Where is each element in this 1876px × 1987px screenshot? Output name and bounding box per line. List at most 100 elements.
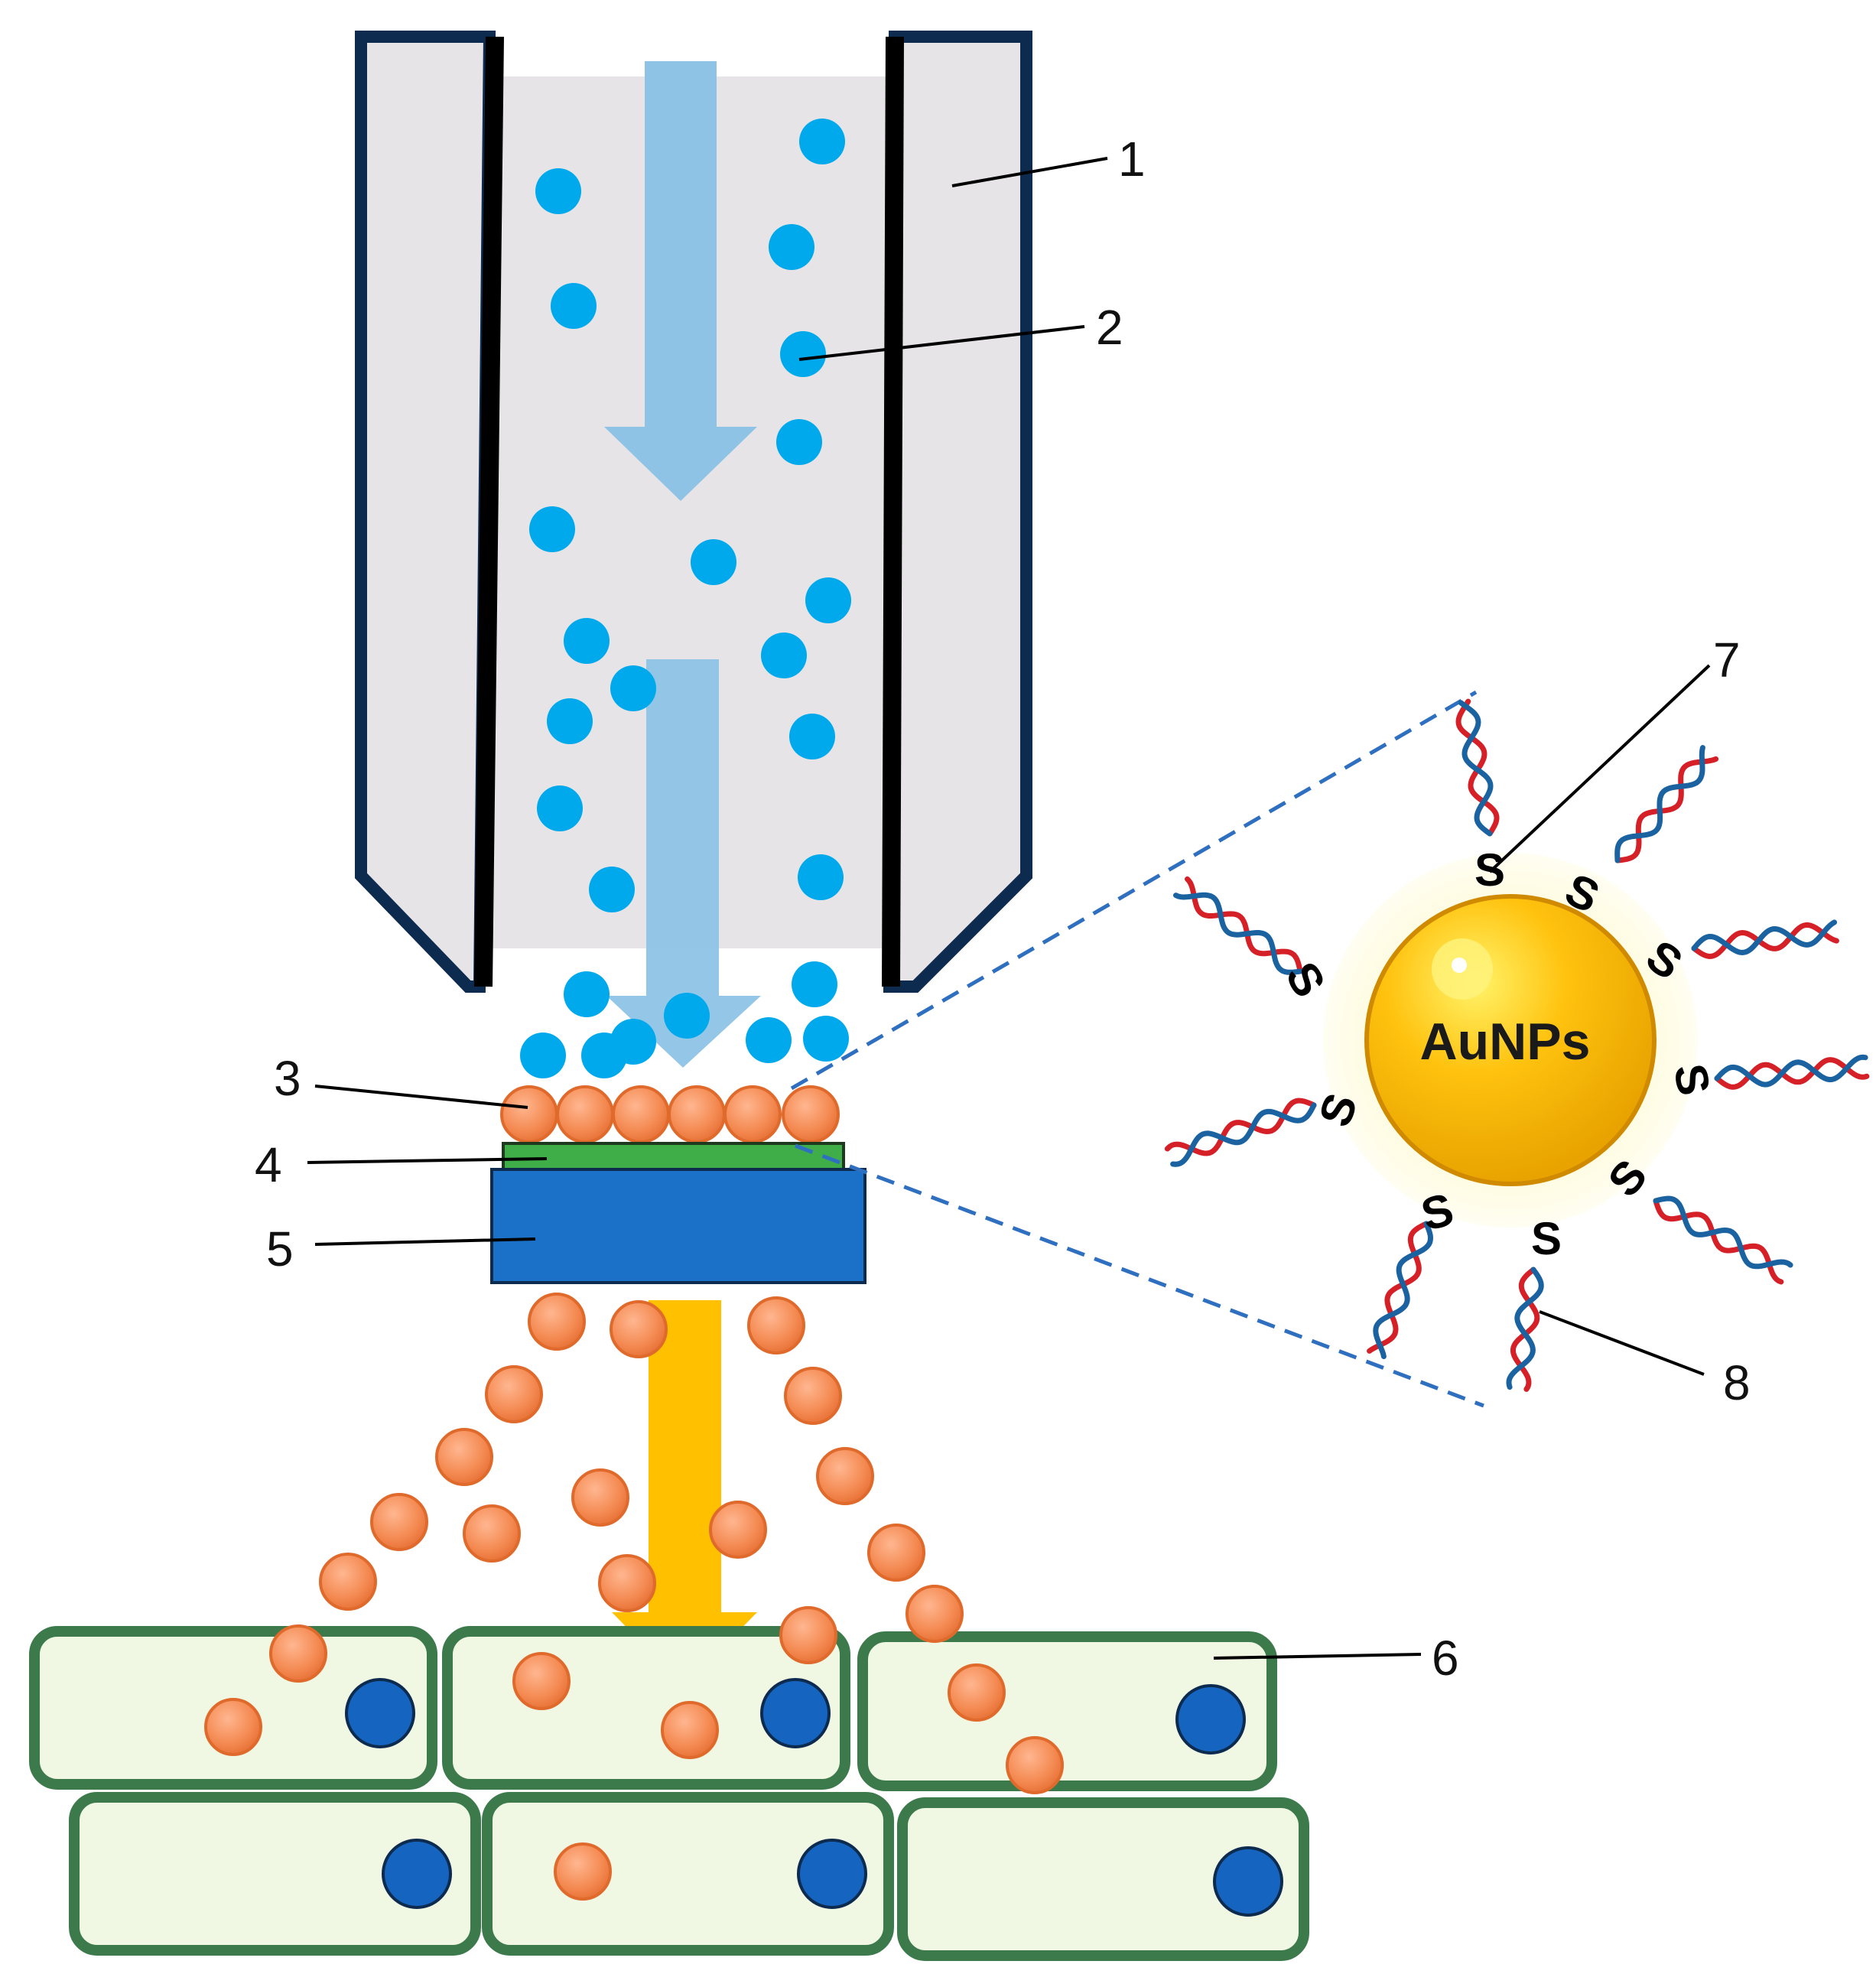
plant-cell (897, 1797, 1309, 1961)
gas-particle (589, 867, 635, 912)
coated-particle (528, 1293, 586, 1351)
coated-particle (554, 1842, 612, 1901)
callout-5: 5 (266, 1221, 294, 1276)
dna-strand (1185, 876, 1303, 974)
coated-particle (668, 1085, 726, 1143)
cell-nucleus (382, 1839, 452, 1909)
coated-particle (723, 1085, 782, 1143)
callout-2: 2 (1096, 300, 1123, 355)
cell-nucleus (797, 1839, 867, 1909)
zoom-lines (790, 690, 1484, 1408)
dna-strand (1653, 1198, 1784, 1285)
gas-particle (664, 993, 710, 1039)
callout-labels: 1 2 3 4 5 6 7 8 (255, 132, 1751, 1686)
zoom-line-lower (795, 1143, 1484, 1408)
callout-1: 1 (1118, 132, 1146, 187)
zoom-line-upper (790, 690, 1478, 1091)
coated-particle (269, 1624, 327, 1683)
coated-particle (500, 1085, 558, 1143)
gas-particle (537, 785, 583, 831)
coated-particle (661, 1701, 719, 1759)
gas-particle (803, 1016, 849, 1062)
callout-8: 8 (1723, 1355, 1751, 1410)
target-cells (29, 1626, 1309, 1961)
gas-particle (535, 168, 581, 214)
dna-strand (1691, 922, 1839, 960)
down-arrow-icon (604, 61, 757, 501)
down-arrow-icon (606, 659, 761, 1068)
gas-particles (520, 119, 851, 1078)
callout-6: 6 (1432, 1631, 1459, 1686)
dna-strand (1691, 919, 1838, 956)
coated-particle (782, 1085, 840, 1143)
coated-particle (747, 1296, 805, 1354)
coated-particle (867, 1524, 925, 1582)
gas-particle (529, 506, 575, 552)
cell-nucleus (1213, 1846, 1283, 1917)
gas-particle (691, 539, 736, 585)
barrel-right-wall (883, 31, 1032, 993)
leader-line-1 (951, 157, 1108, 187)
coated-particle (1006, 1736, 1064, 1794)
dna-strand (1510, 1267, 1540, 1392)
coated-particle (598, 1554, 656, 1612)
callout-3: 3 (274, 1051, 301, 1106)
cell-nucleus (760, 1678, 831, 1748)
coated-particle (485, 1365, 543, 1423)
gas-particle (799, 119, 845, 164)
coated-particle (709, 1501, 767, 1559)
dna-strand (1714, 1057, 1870, 1090)
gas-particle (564, 618, 610, 664)
dna-strands (1164, 698, 1870, 1392)
coated-particle (463, 1504, 521, 1563)
flow-arrow-upper (604, 61, 757, 501)
stopping-plate (490, 1168, 866, 1284)
coated-particle (948, 1663, 1006, 1722)
gas-particle (551, 283, 597, 329)
leader-line-5 (314, 1237, 536, 1246)
gas-particle (547, 698, 593, 744)
coated-particle (435, 1428, 493, 1486)
barrel-inner-right (882, 36, 904, 987)
coated-particle (816, 1447, 874, 1505)
cell-nucleus (1175, 1684, 1246, 1754)
cell-nucleus (345, 1678, 415, 1748)
down-arrow-icon (612, 1300, 757, 1686)
coated-particle (512, 1652, 571, 1710)
leader-line-8 (1539, 1310, 1705, 1376)
gas-particle (769, 224, 814, 270)
gas-particle (581, 1033, 627, 1078)
coated-particle (571, 1468, 629, 1527)
coated-particle (784, 1367, 842, 1425)
callout-7: 7 (1713, 633, 1741, 688)
delivery-arrow (612, 1300, 757, 1686)
leader-line-6 (1213, 1653, 1422, 1660)
dna-strand (1373, 1221, 1434, 1360)
gas-particle (746, 1017, 792, 1063)
core-label: AuNPs (1420, 1013, 1591, 1071)
thiol-label: S (1276, 954, 1335, 1006)
coated-particle (319, 1553, 377, 1611)
gas-particle (792, 961, 837, 1007)
dna-strand (1455, 698, 1500, 837)
coated-particle (370, 1493, 428, 1551)
dna-strand (1614, 745, 1705, 863)
dna-strand (1164, 1098, 1317, 1156)
thiol-label: S (1531, 1213, 1562, 1264)
coated-particle (556, 1085, 614, 1143)
plant-cell (482, 1792, 894, 1956)
plant-cell (69, 1792, 481, 1956)
leader-line-3 (314, 1085, 528, 1109)
gas-particle (564, 971, 610, 1017)
coated-particle (204, 1698, 262, 1756)
leader-line-4 (307, 1157, 548, 1164)
gas-particle (798, 854, 844, 900)
particle-layer (500, 1085, 840, 1143)
nanoparticle-detail: AuNPs S S S S S S S S S (1164, 698, 1870, 1392)
cell-nuclei (345, 1678, 1283, 1917)
gas-particle (761, 633, 807, 678)
leader-line-7 (1488, 664, 1711, 873)
leader-lines (307, 157, 1711, 1660)
dna-strand (1614, 756, 1719, 863)
